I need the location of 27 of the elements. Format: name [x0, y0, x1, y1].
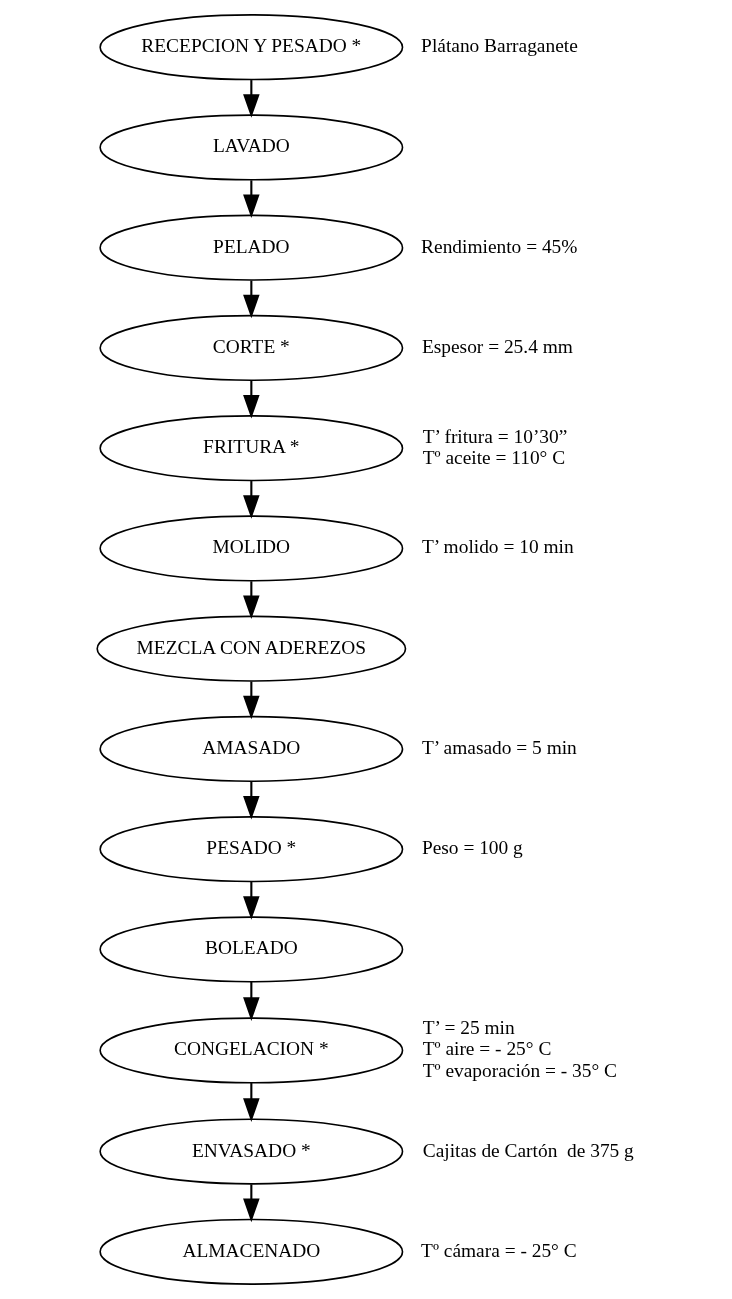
node-label: Tº evaporación = - 35° C — [422, 1059, 618, 1081]
node-label: T’ molido = 10 min — [421, 536, 574, 558]
node-label: Tº aceite = 110° C — [422, 446, 566, 468]
arrow — [243, 1184, 260, 1223]
node-label: Tº aire = - 25° C — [422, 1038, 552, 1060]
node-label: Rendimiento = 45% — [421, 235, 578, 257]
node-ellipse: CONGELACION * — [99, 1017, 404, 1084]
node-ellipse: AMASADO — [99, 715, 404, 783]
node-ellipse: ENVASADO * — [99, 1118, 404, 1185]
node-label: Espesor = 25.4 mm — [421, 335, 573, 357]
node-label: Tº cámara = - 25° C — [421, 1239, 577, 1261]
node-ellipse: MOLIDO — [99, 515, 404, 582]
node-ellipse: ALMACENADO — [99, 1218, 404, 1285]
node-label: Peso = 100 g — [421, 837, 523, 859]
node-ellipse: LAVADO — [99, 114, 404, 181]
node-label: Plátano Barraganete — [421, 35, 578, 57]
node-ellipse: RECEPCION Y PESADO * — [99, 14, 404, 81]
node-label: T’ = 25 min — [422, 1017, 515, 1039]
node-ellipse: FRITURA * — [99, 415, 404, 482]
node-ellipse: CORTE * — [99, 314, 404, 382]
node-label: T’ amasado = 5 min — [421, 736, 577, 758]
node-label: T’ fritura = 10’30” — [422, 425, 568, 447]
node-ellipse: PESADO * — [99, 816, 404, 883]
node-ellipse: BOLEADO — [99, 916, 404, 983]
node-ellipse: MEZCLA CON ADEREZOS — [96, 615, 407, 682]
node-label: Cajitas de Cartón de 375 g — [422, 1139, 634, 1161]
node-ellipse: PELADO — [99, 214, 404, 281]
